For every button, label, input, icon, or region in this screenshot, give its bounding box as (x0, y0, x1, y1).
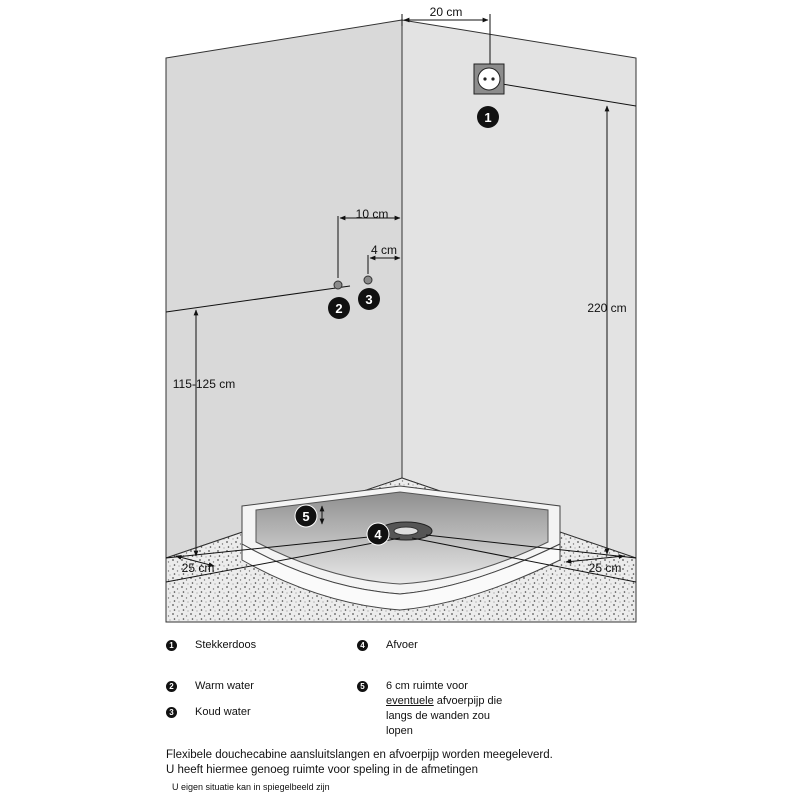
legend-item-pipe-space-line3: langs de wanden zou (386, 710, 490, 722)
note-line-2: U heeft hiermee genoeg ruimte voor speli… (166, 764, 478, 776)
socket-height-label: 220 cm (587, 301, 626, 315)
legend-badge-5: 5 (357, 681, 368, 692)
footnote: U eigen situatie kan in spiegelbeeld zij… (172, 782, 330, 792)
cold-water-connection-icon (363, 275, 373, 285)
legend-item-drain: Afvoer (386, 639, 418, 651)
socket-offset-label: 20 cm (430, 5, 463, 19)
legend-item-pipe-space-line1: 6 cm ruimte voor (386, 680, 468, 692)
legend-underlined-word: eventuele (386, 695, 434, 707)
socket-height-reference-line (489, 81, 637, 107)
cold-offset-label: 4 cm (371, 243, 397, 257)
warm-offset-label: 10 cm (356, 207, 389, 221)
marker-4: 4 (366, 522, 390, 546)
warm-water-connection-icon (333, 280, 343, 290)
floor-right-label: 25 cm (589, 561, 622, 575)
legend-item-pipe-space-line4: lopen (386, 725, 413, 737)
legend-badge-2: 2 (166, 681, 177, 692)
legend-badge-4: 4 (357, 640, 368, 651)
svg-text:5: 5 (302, 509, 309, 524)
legend-item-socket: Stekkerdoos (195, 639, 257, 651)
tap-height-label: 115-125 cm (173, 377, 235, 391)
note-line-1: Flexibele douchecabine aansluitslangen e… (166, 749, 553, 761)
svg-text:3: 3 (365, 292, 372, 307)
tap-height-reference-line (165, 285, 351, 313)
marker-5: 5 (294, 504, 318, 528)
svg-text:4: 4 (374, 527, 382, 542)
shower-installation-diagram: 20 cm 10 cm 4 cm 115-125 cm 220 cm 25 cm… (165, 5, 637, 623)
marker-3: 3 (358, 288, 380, 310)
svg-text:1: 1 (484, 110, 491, 125)
floor-right-arrow (565, 554, 625, 564)
floor-left-label: 25 cm (182, 561, 215, 575)
marker-1: 1 (477, 106, 499, 128)
floor-left-arrow (175, 555, 215, 567)
power-socket-icon (473, 63, 505, 95)
legend-badge-3: 3 (166, 707, 177, 718)
legend-badge-1: 1 (166, 640, 177, 651)
legend-item-cold-water: Koud water (195, 706, 251, 718)
legend-item-pipe-space-line2: eventuele afvoerpijp die (386, 694, 566, 709)
svg-text:2: 2 (335, 301, 342, 316)
marker-2: 2 (328, 297, 350, 319)
legend-item-pipe-space-line2-rest: afvoerpijp die (433, 695, 503, 707)
legend-item-warm-water: Warm water (195, 680, 254, 692)
legend-item-pipe-space: 6 cm ruimte voor eventuele afvoerpijp di… (386, 679, 566, 739)
